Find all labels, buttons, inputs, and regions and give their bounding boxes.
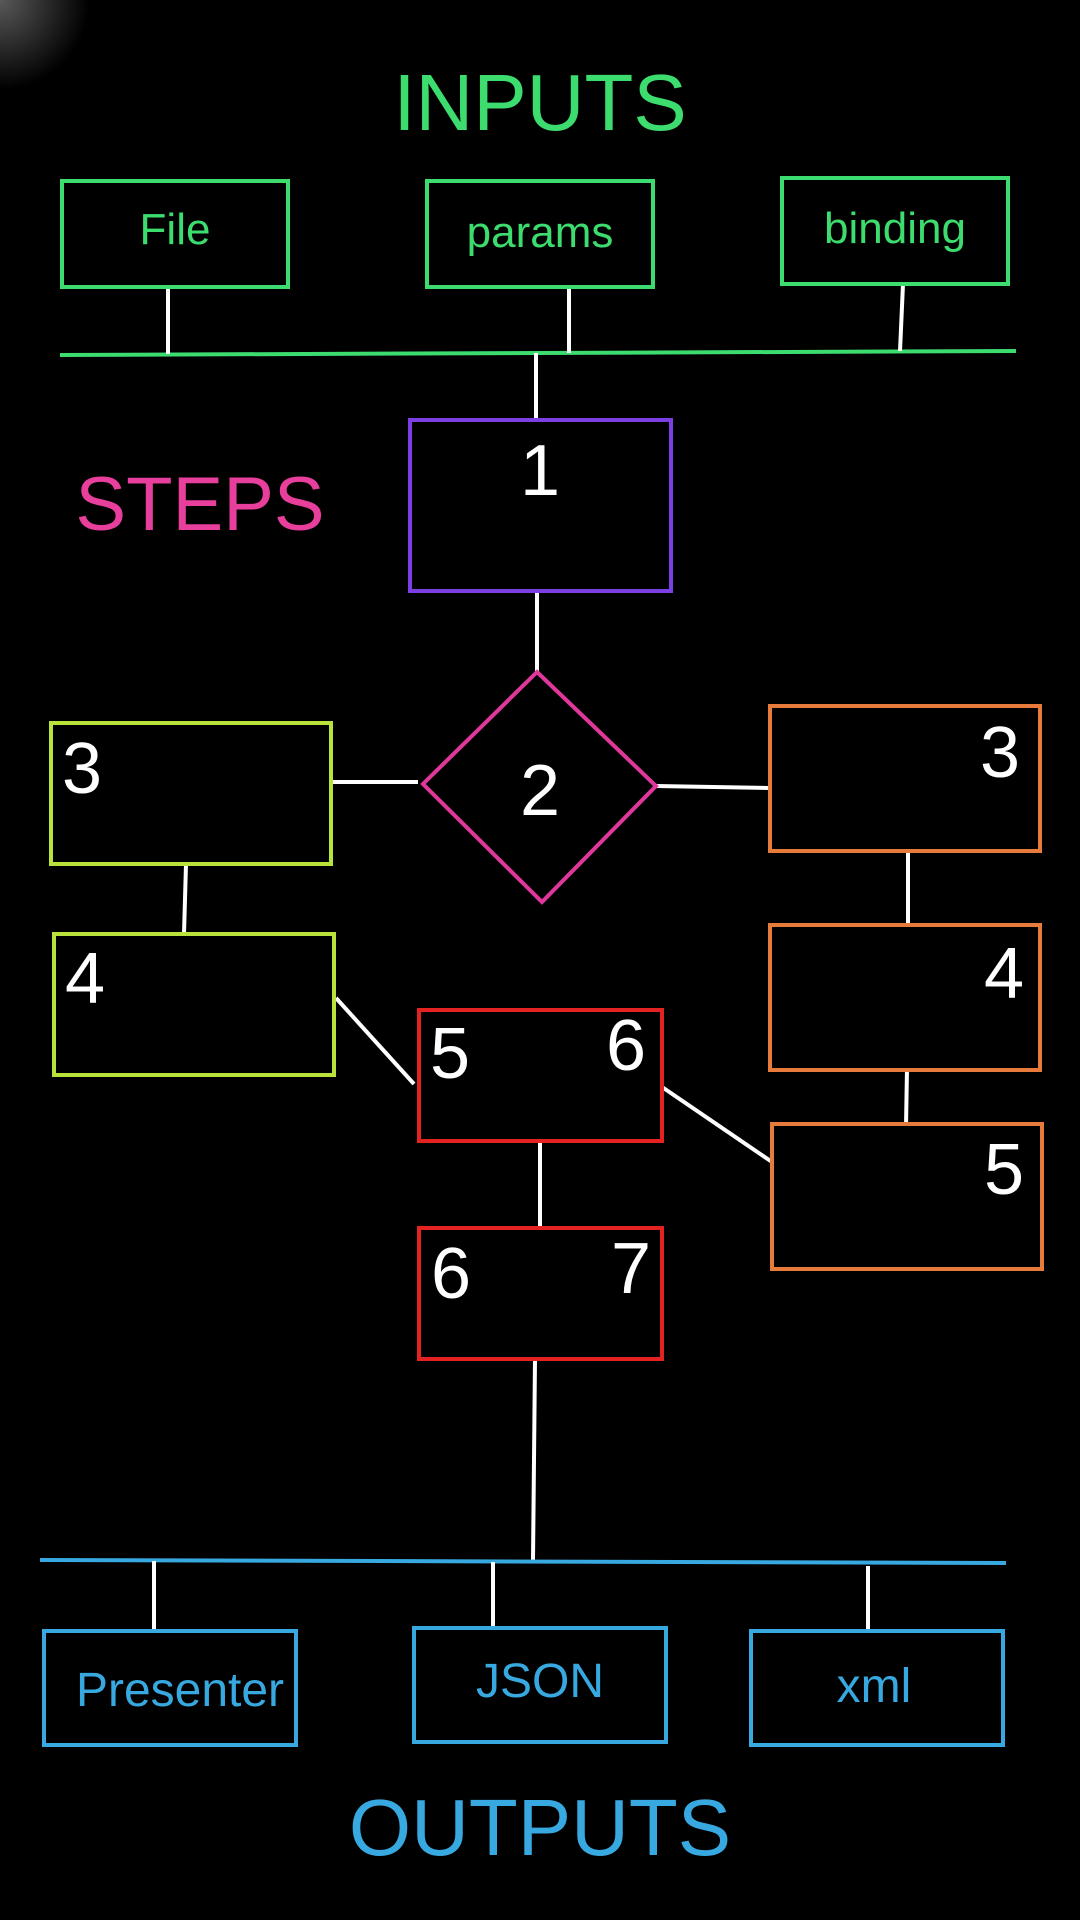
left-step-3-number: 3 (62, 729, 102, 809)
input-box-params: params (425, 179, 655, 289)
merge-step-6-number: 6 (606, 1006, 646, 1086)
left-step-4-number: 4 (65, 939, 105, 1019)
right-step-3-box: 3 (768, 704, 1042, 853)
left-step-4-box: 4 (52, 932, 336, 1077)
right-step-5-box: 5 (770, 1122, 1044, 1271)
output-label-xml: xml (837, 1660, 912, 1713)
steps-heading: STEPS (75, 462, 324, 547)
input-box-binding: binding (780, 176, 1010, 286)
decision-2-diamond: 2 (420, 669, 659, 905)
input-box-file: File (60, 179, 290, 289)
input-drop-lines (166, 283, 905, 420)
output-label-presenter: Presenter (76, 1664, 284, 1717)
merge-step-6-number: 6 (431, 1234, 471, 1314)
outputs-heading: OUTPUTS (349, 1783, 731, 1872)
output-box-json: JSON (412, 1626, 668, 1744)
output-box-xml: xml (749, 1629, 1005, 1747)
right-step-4-number: 4 (984, 934, 1024, 1014)
step-1-number: 1 (520, 431, 560, 511)
output-drop-lines (152, 1561, 870, 1632)
inputs-heading: INPUTS (393, 58, 686, 147)
merge-step-6-7-box: 6 7 (417, 1226, 664, 1361)
right-step-4-box: 4 (768, 923, 1042, 1072)
input-label-params: params (467, 208, 614, 257)
left-step-3-box: 3 (49, 721, 333, 866)
input-label-binding: binding (824, 204, 966, 253)
step-connectors (182, 591, 910, 1561)
output-label-json: JSON (476, 1655, 604, 1708)
step-1-box: 1 (408, 418, 673, 593)
decision-2-number: 2 (520, 751, 560, 831)
merge-step-5-6-box: 5 6 (417, 1006, 664, 1143)
output-connectors (39, 1558, 1007, 1565)
input-label-file: File (140, 205, 211, 254)
output-bus (39, 1558, 1007, 1565)
right-step-5-number: 5 (984, 1130, 1024, 1210)
merge-step-7-number: 7 (611, 1229, 651, 1309)
right-step-3-number: 3 (980, 713, 1020, 793)
output-box-presenter: Presenter (42, 1629, 298, 1747)
merge-step-5-number: 5 (430, 1014, 470, 1094)
